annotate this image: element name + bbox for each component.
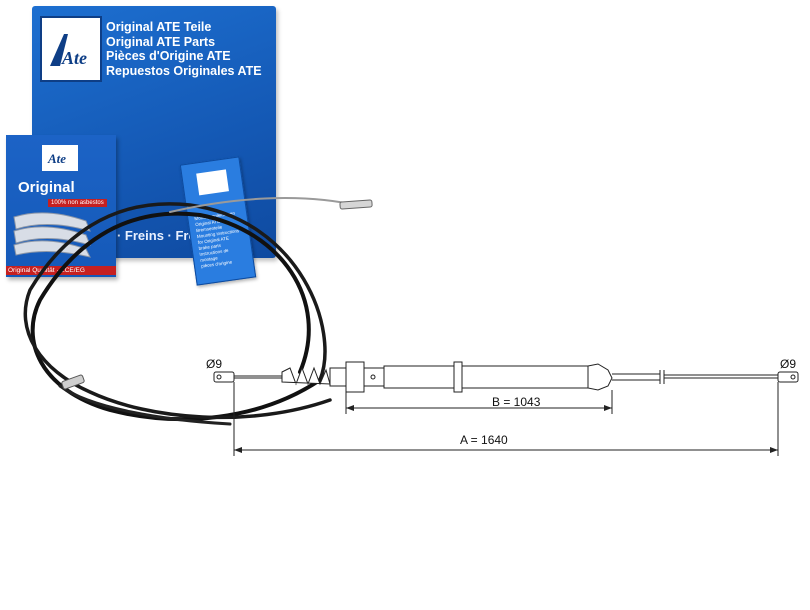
dimension-a-label: A = 1640 <box>460 433 508 447</box>
package-line-de: Original ATE Teile <box>106 20 212 34</box>
right-end-diameter: Ø9 <box>780 357 797 371</box>
ate-small-logo: Ate <box>42 145 78 171</box>
package-line-fr: Pièces d'Origine ATE <box>106 49 231 63</box>
adjuster-pin <box>370 374 376 380</box>
booklet-logo-icon <box>196 169 229 196</box>
left-end-diameter: Ø9 <box>206 357 223 371</box>
rubber-boot <box>281 366 331 386</box>
outer-sheath-2 <box>461 365 589 389</box>
cable-end-fitting-top <box>339 199 373 210</box>
dimension-arrows <box>234 405 778 453</box>
instruction-booklet: Montageanleitungen Original ATE Bremsent… <box>179 156 257 286</box>
adjuster-sleeve <box>363 367 385 387</box>
sheath-collar <box>453 361 463 393</box>
outer-sheath-1 <box>383 365 455 389</box>
technical-drawing <box>213 361 799 456</box>
asbestos-badge: 100% non asbestos <box>48 199 107 207</box>
left-eyelet <box>213 371 235 383</box>
left-eyelet-hole <box>216 374 222 380</box>
dimension-b-label: B = 1043 <box>492 395 541 409</box>
ate-logo-text: Ate <box>61 48 87 68</box>
package-titles: Original ATE Teile Original ATE Parts Pi… <box>106 20 262 78</box>
package-line-es: Repuestos Originales ATE <box>106 63 262 78</box>
cable-end-fitting-left <box>61 374 85 390</box>
right-eyelet <box>777 371 799 383</box>
ate-logo: Ate <box>40 16 102 82</box>
adjuster-body <box>345 361 365 393</box>
ate-small-logo-icon: Ate <box>42 145 78 171</box>
brake-pad-box-title: Original <box>18 179 75 196</box>
adjuster-nut <box>329 367 347 387</box>
ate-small-logo-text: Ate <box>47 151 66 166</box>
package-line-en: Original ATE Parts <box>106 34 216 49</box>
coiled-cable <box>23 197 361 426</box>
ate-logo-icon: Ate <box>44 20 98 78</box>
sheath-end <box>587 363 613 391</box>
right-eyelet-hole <box>790 374 796 380</box>
